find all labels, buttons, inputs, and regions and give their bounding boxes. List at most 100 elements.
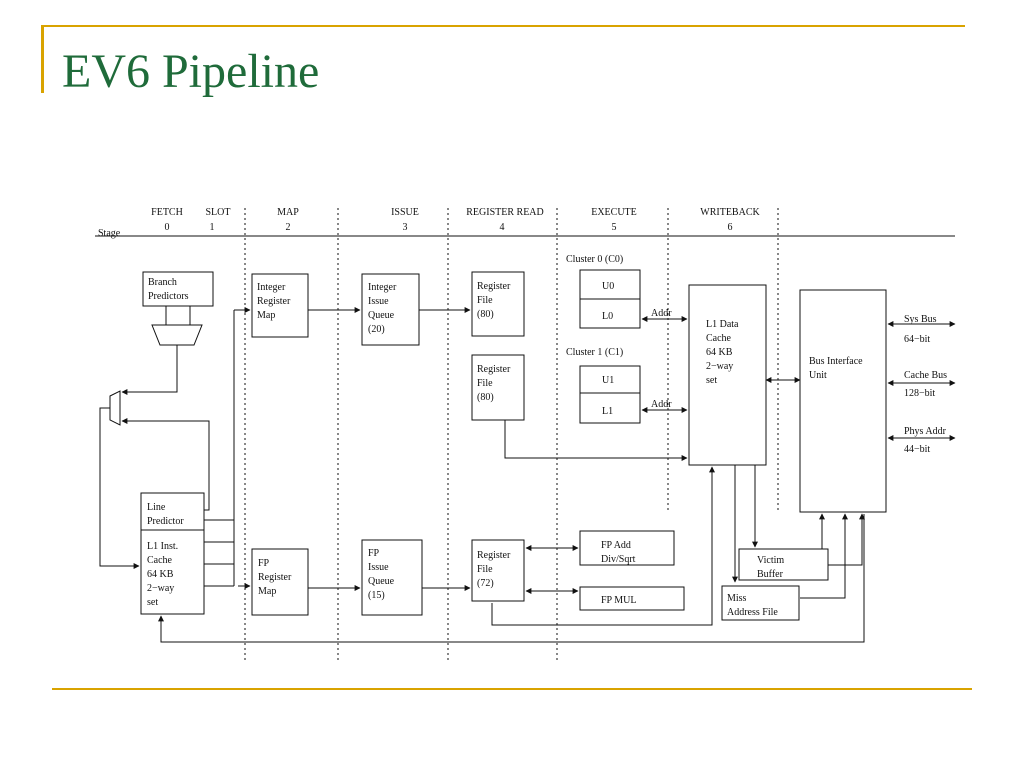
fp-add-line1: FP Add [601, 540, 631, 551]
l1-inst-line1: L1 Inst. [147, 541, 178, 552]
fp-mul-label: FP MUL [601, 595, 636, 606]
int-map-line1: Integer [257, 282, 286, 293]
cluster1-box [579, 365, 641, 424]
maf-to-biu [800, 513, 848, 599]
maf-line1: Miss [727, 593, 747, 604]
fpregfile-line1: Register [477, 550, 511, 561]
stage-label: Stage [98, 228, 121, 239]
addr1-label: Addr [651, 399, 672, 410]
stage-headers: FETCH 0 SLOT 1 MAP 2 ISSUE 3 REGISTER RE… [151, 207, 760, 233]
branch-predictors-line2: Predictors [148, 291, 189, 302]
slide-title: EV6 Pipeline [62, 45, 320, 98]
int-queue-line3: Queue [368, 310, 395, 321]
cache-bus-width: 128−bit [904, 388, 935, 399]
maf-line2: Address File [727, 607, 778, 618]
stage-writeback-num: 6 [728, 222, 733, 233]
l1-data-line1: L1 Data [706, 319, 739, 330]
regfile1-line3: (80) [477, 392, 494, 403]
stage-execute-num: 5 [612, 222, 617, 233]
l0-label: L0 [602, 311, 613, 322]
int-queue-line1: Integer [368, 282, 397, 293]
stage-map-name: MAP [277, 207, 299, 218]
line-predictor-feedback-wire [121, 418, 210, 511]
fp-queue-line4: (15) [368, 590, 385, 601]
fp-mul-box [579, 586, 685, 611]
l1-data-line4: 2−way [706, 361, 733, 372]
miss-address-file-box [721, 585, 800, 621]
fp-add-box [579, 530, 675, 566]
branch-predictors-box [142, 271, 214, 307]
fp-register-file-box [471, 539, 525, 602]
l1-label: L1 [602, 406, 613, 417]
fp-issue-queue-box [361, 539, 423, 616]
regfile0-line3: (80) [477, 309, 494, 320]
slot-fanout [204, 307, 251, 589]
title-accent-bar [41, 25, 44, 93]
l1-inst-line4: 2−way [147, 583, 174, 594]
u1-label: U1 [602, 375, 614, 386]
line-predictor-line2: Predictor [147, 516, 184, 527]
sys-bus-width: 64−bit [904, 334, 930, 345]
stage-slot-name: SLOT [206, 207, 231, 218]
bp-mux [151, 324, 203, 346]
fpregfile-line3: (72) [477, 578, 494, 589]
biu-to-icache-wire [158, 514, 865, 643]
fp-queue-line3: Queue [368, 576, 395, 587]
u0-label: U0 [602, 281, 614, 292]
int-register-map-box [251, 273, 309, 338]
l1-data-line3: 64 KB [706, 347, 733, 358]
l1-inst-line3: 64 KB [147, 569, 174, 580]
fetch-mux [109, 390, 121, 426]
register-file-1-box [471, 354, 525, 421]
stage-issue-num: 3 [403, 222, 408, 233]
stage-execute-name: EXECUTE [591, 207, 637, 218]
bp-to-mux-wire [121, 345, 178, 395]
victim-buffer-box [738, 548, 829, 581]
biu-line1: Bus Interface [809, 356, 863, 367]
int-map-line3: Map [257, 310, 275, 321]
l1-inst-cache-box [140, 492, 205, 615]
int-map-line2: Register [257, 296, 291, 307]
fp-map-line2: Register [258, 572, 292, 583]
regfile0-line2: File [477, 295, 493, 306]
fp-queue-line1: FP [368, 548, 380, 559]
bottom-rule [52, 688, 972, 690]
regfile1-line2: File [477, 378, 493, 389]
biu-line2: Unit [809, 370, 827, 381]
fp-map-line3: Map [258, 586, 276, 597]
cluster0-label: Cluster 0 (C0) [566, 254, 623, 265]
l1-data-line5: set [706, 375, 717, 386]
l1-data-cache-box [688, 284, 767, 466]
writeback-wires [158, 465, 865, 643]
regfile1-line1: Register [477, 364, 511, 375]
stage-writeback-name: WRITEBACK [700, 207, 760, 218]
fp-add-line2: Div/Sqrt [601, 554, 636, 565]
l1-inst-line2: Cache [147, 555, 173, 566]
cache-bus-label: Cache Bus [904, 370, 947, 381]
stage-issue-name: ISSUE [391, 207, 419, 218]
phys-addr-width: 44−bit [904, 444, 930, 455]
victim-line2: Buffer [757, 569, 784, 580]
top-rule [41, 25, 965, 27]
mux-to-icache-wire [99, 407, 140, 569]
victim-to-biu [828, 513, 865, 566]
stage-fetch-name: FETCH [151, 207, 183, 218]
stage-map-num: 2 [286, 222, 291, 233]
cluster1-label: Cluster 1 (C1) [566, 347, 623, 358]
stage-regread-num: 4 [500, 222, 505, 233]
addr0-label: Addr [651, 308, 672, 319]
phys-addr-label: Phys Addr [904, 426, 947, 437]
line-predictor-line1: Line [147, 502, 166, 513]
int-queue-line2: Issue [368, 296, 389, 307]
fp-queue-line2: Issue [368, 562, 389, 573]
int-queue-line4: (20) [368, 324, 385, 335]
fpregfile-return-wire [491, 603, 713, 626]
branch-predictors-line1: Branch [148, 277, 177, 288]
stage-regread-name: REGISTER READ [466, 207, 544, 218]
l1-data-line2: Cache [706, 333, 732, 344]
register-file-0-box [471, 271, 525, 337]
fpregfile-line2: File [477, 564, 493, 575]
regfile1-to-dcache [504, 420, 688, 461]
victim-line1: Victim [757, 555, 784, 566]
